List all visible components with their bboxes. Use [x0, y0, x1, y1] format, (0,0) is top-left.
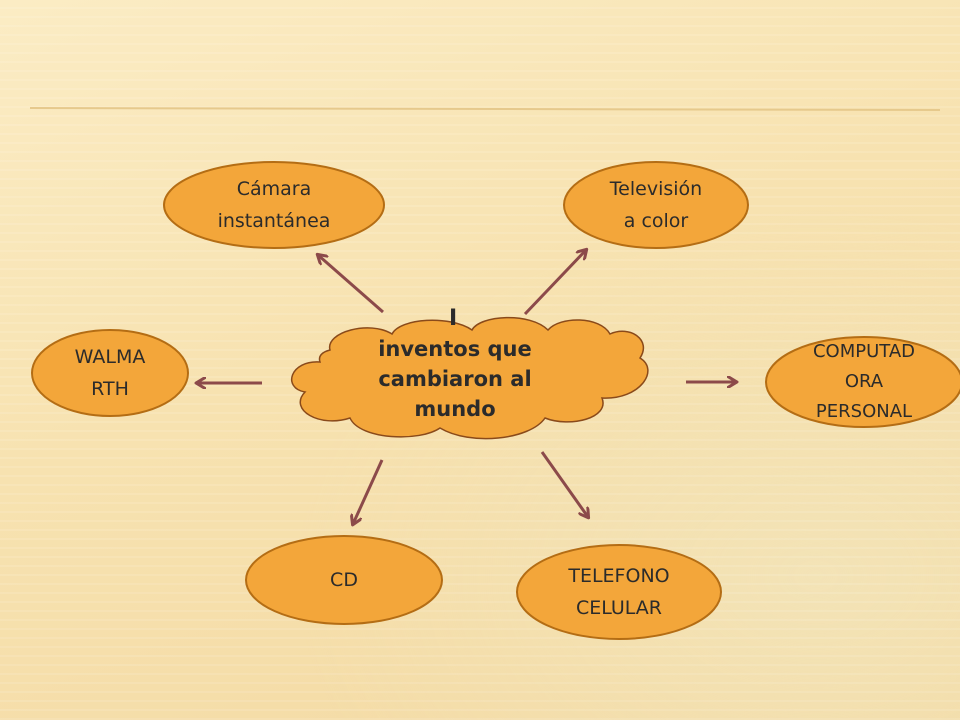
- node-computadora-line-3: PERSONAL: [815, 401, 913, 422]
- node-walmarth-line-1: WALMA: [74, 346, 146, 368]
- node-telefono-shape: [516, 544, 722, 640]
- node-walmarth-shape: [31, 329, 189, 417]
- node-cd-shape: [245, 535, 443, 625]
- node-telefono-label: TELEFONO CELULAR: [517, 545, 721, 639]
- node-television-line-2: a color: [623, 210, 689, 232]
- node-telefono-line-1: TELEFONO: [568, 565, 670, 587]
- node-computadora-line-2: ORA: [844, 371, 884, 392]
- node-camara-label: Cámara instantánea: [164, 162, 384, 248]
- node-camara-shape: [163, 161, 385, 249]
- node-television-label: Televisión a color: [564, 162, 748, 248]
- center-cloud: [290, 316, 649, 440]
- node-camara-line-2: instantánea: [217, 210, 331, 232]
- node-computadora-label: COMPUTAD ORA PERSONAL: [766, 337, 960, 427]
- center-topic-line-3: mundo: [414, 397, 496, 421]
- node-television-shape: [563, 161, 749, 249]
- node-computadora-line-1: COMPUTAD: [812, 341, 916, 362]
- node-walmarth-line-2: RTH: [91, 378, 129, 400]
- arrow-to-telefono: [540, 451, 588, 517]
- node-computadora-shape: [765, 336, 960, 428]
- center-topic-label: inventos que cambiaron al mundo: [330, 334, 580, 424]
- arrow-to-television: [523, 250, 586, 316]
- node-camara-line-1: Cámara: [236, 178, 312, 200]
- node-telefono-line-2: CELULAR: [575, 597, 663, 619]
- center-topic-line-1: inventos que: [378, 337, 532, 361]
- node-cd-line-1: CD: [330, 569, 358, 591]
- node-television-line-1: Televisión: [609, 178, 703, 200]
- arrow-to-cd: [353, 459, 384, 524]
- center-stray-mark: I: [449, 306, 458, 331]
- center-topic-line-2: cambiaron al: [378, 367, 532, 391]
- node-cd-label: CD: [246, 536, 442, 624]
- node-walmarth-label: WALMA RTH: [32, 330, 188, 416]
- decor-line-top: [29, 107, 941, 111]
- arrow-to-camara: [318, 255, 384, 314]
